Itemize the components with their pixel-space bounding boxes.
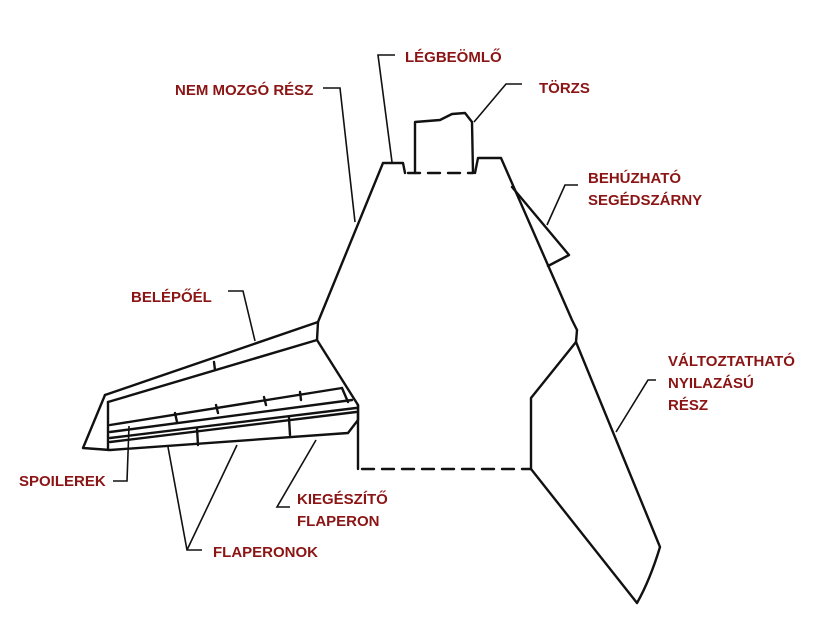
label-variable-sweep-line2: NYILAZÁSÚ — [668, 374, 754, 392]
label-aux-flaperon-line1: KIEGÉSZÍTŐ — [297, 490, 388, 508]
label-leading-edge: BELÉPŐÉL — [131, 288, 212, 306]
leader-lines — [113, 54, 656, 551]
label-flaperons: FLAPERONOK — [213, 544, 318, 561]
fuselage-shape — [413, 111, 475, 175]
label-retractable-flap-line1: BEHÚZHATÓ — [588, 169, 681, 187]
label-retractable-flap-line2: SEGÉDSZÁRNY — [588, 192, 702, 209]
label-variable-sweep-line1: VÁLTOZTATHATÓ — [668, 352, 795, 370]
label-air-intake: LÉGBEÖMLŐ — [405, 48, 502, 66]
label-fixed-part: NEM MOZGÓ RÉSZ — [175, 81, 313, 99]
label-variable-sweep-line3: RÉSZ — [668, 397, 708, 414]
variable-sweep-wing-shape — [529, 340, 662, 605]
retractable-flap-shape — [510, 185, 571, 268]
label-spoilers: SPOILEREK — [19, 473, 106, 490]
left-wing-shape — [81, 320, 360, 452]
label-fuselage: TÖRZS — [539, 80, 590, 97]
label-aux-flaperon-line2: FLAPERON — [297, 513, 380, 530]
